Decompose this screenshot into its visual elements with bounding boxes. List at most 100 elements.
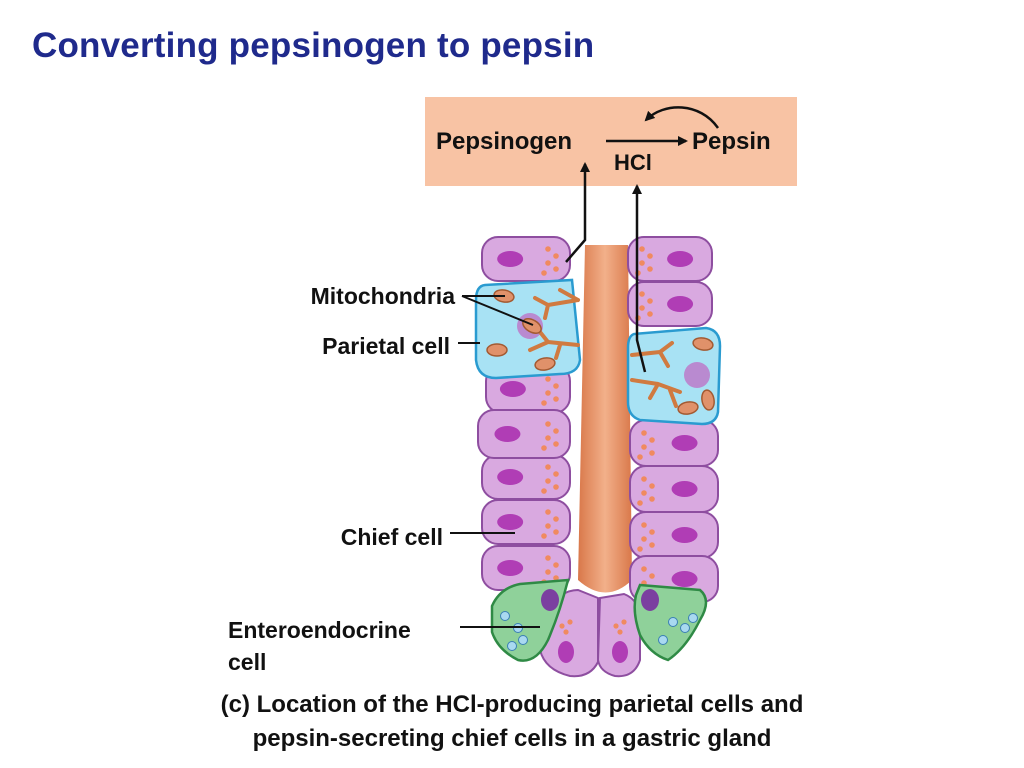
zymogen-granule [641, 536, 647, 542]
base-chief-nucleus [558, 641, 574, 663]
zymogen-granule [541, 270, 547, 276]
pepsinogen-label: Pepsinogen [436, 128, 572, 155]
zymogen-granule [639, 291, 645, 297]
zymogen-granule [553, 562, 559, 568]
zymogen-granule [541, 488, 547, 494]
chief-cell-nucleus [671, 435, 698, 451]
chief-cell-nucleus [671, 527, 698, 543]
chief-cell-nucleus [499, 381, 526, 397]
zymogen-granule [649, 496, 655, 502]
gland-lumen [578, 245, 632, 593]
zymogen-granule [545, 376, 551, 382]
zymogen-granule [641, 430, 647, 436]
zymogen-granule [641, 566, 647, 572]
hcl-secretion-arrow [632, 184, 647, 373]
zymogen-granule [545, 555, 551, 561]
zymogen-granule [545, 509, 551, 515]
secretory-granule [507, 641, 517, 651]
zymogen-granule [553, 441, 559, 447]
chief-cell-label: Chief cell [341, 524, 443, 550]
zymogen-granule [553, 529, 559, 535]
mitochondrion [701, 389, 715, 411]
zymogen-granule [545, 260, 551, 266]
zymogen-granule [541, 400, 547, 406]
mitochondria-label: Mitochondria [311, 283, 456, 309]
zymogen-granule [553, 471, 559, 477]
zymogen-granule [649, 450, 655, 456]
zymogen-granule [649, 437, 655, 443]
zymogen-granule [553, 396, 559, 402]
zymogen-granule [647, 266, 653, 272]
mitochondrion [534, 357, 556, 371]
chief-cell [481, 499, 571, 545]
zymogen-granule [553, 575, 559, 581]
zymogen-granule [641, 490, 647, 496]
chief-cell-body [481, 499, 571, 545]
zymogen-granule [641, 444, 647, 450]
chief-cell [481, 454, 571, 500]
parietal-cell [626, 326, 722, 426]
enteroendocrine-cell [633, 583, 708, 662]
zymogen-granule [545, 390, 551, 396]
zymogen-granule [545, 464, 551, 470]
zymogen-granule [553, 253, 559, 259]
zymogen-granule [545, 421, 551, 427]
chief-cell [629, 511, 719, 559]
zymogen-granule [613, 623, 619, 629]
zymogen-granule [553, 383, 559, 389]
chief-cell-nucleus [497, 560, 524, 576]
zymogen-granule [641, 522, 647, 528]
hcl-label: HCl [614, 150, 652, 175]
enteroendocrine-nucleus [541, 589, 559, 611]
autocatalysis-arrow [644, 106, 720, 129]
zymogen-granule [649, 529, 655, 535]
zymogen-granule [639, 260, 645, 266]
zymogen-granule [637, 500, 643, 506]
zymogen-granule [553, 428, 559, 434]
mitochondrion [692, 337, 714, 351]
chief-cell-nucleus [667, 251, 694, 267]
chief-cell-nucleus [671, 571, 698, 587]
zymogen-granule [647, 253, 653, 259]
zymogen-granule [649, 542, 655, 548]
zymogen-granule [617, 629, 623, 635]
secretory-granule [688, 613, 698, 623]
chief-cell-nucleus [497, 251, 524, 267]
caption-line-1: (c) Location of the HCl-producing pariet… [220, 691, 804, 718]
zymogen-granule [567, 619, 573, 625]
zymogen-granule [563, 629, 569, 635]
canaliculus [528, 288, 580, 360]
enteroendocrine-label-line2: cell [228, 649, 266, 675]
zymogen-granule [545, 523, 551, 529]
zymogen-granule [545, 246, 551, 252]
zymogen-granule [559, 623, 565, 629]
page-title: Converting pepsinogen to pepsin [32, 26, 595, 65]
caption-line-2: pepsin-secreting chief cells in a gastri… [252, 725, 772, 752]
zymogen-granule [541, 533, 547, 539]
pepsin-label: Pepsin [692, 128, 771, 155]
parietal-cells-group [474, 278, 722, 426]
zymogen-granule [637, 454, 643, 460]
chief-cells-group [477, 236, 719, 678]
chief-cell [481, 236, 571, 282]
parietal-cell-label: Parietal cell [322, 333, 450, 359]
zymogen-granule [639, 246, 645, 252]
secretory-granule [658, 635, 668, 645]
zymogen-granule [649, 483, 655, 489]
parietal-nucleus [684, 362, 710, 388]
chief-cell-body [481, 454, 571, 500]
zymogen-granule [553, 484, 559, 490]
enteroendocrine-label-line1: Enteroendocrine [228, 617, 411, 643]
chief-cell [629, 465, 719, 513]
secretory-granule [668, 617, 678, 627]
zymogen-granule [541, 445, 547, 451]
canaliculus [630, 341, 682, 408]
mitochondria-leader-b [461, 295, 534, 326]
chief-cell [481, 545, 571, 591]
mitochondrion [677, 401, 699, 415]
zymogen-granule [545, 569, 551, 575]
chief-cell-nucleus [671, 481, 698, 497]
secretory-granule [500, 611, 510, 621]
parietal-cell [474, 278, 582, 380]
